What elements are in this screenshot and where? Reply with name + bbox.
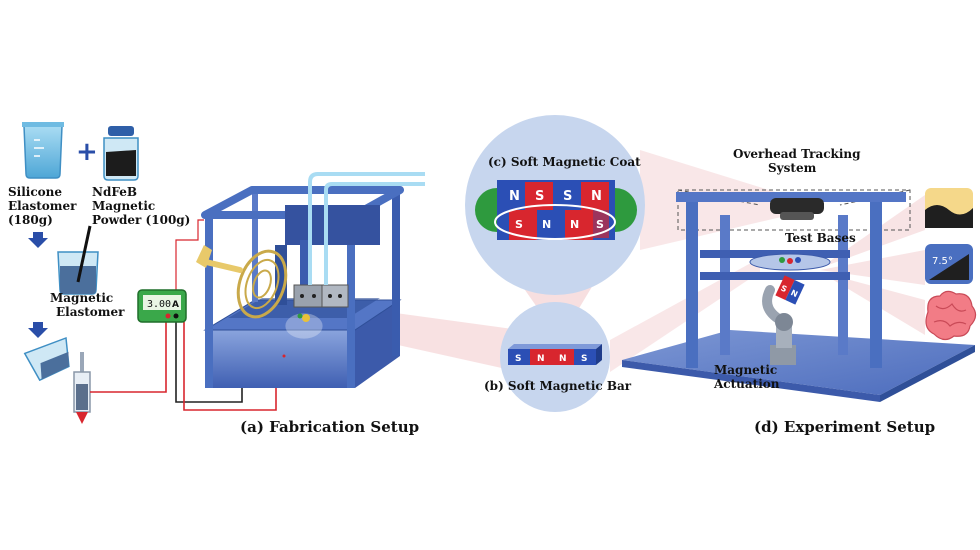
coat-bottom-pole-2: N (542, 218, 551, 231)
bar-bubble: S N N S (b) Soft Magnetic Bar (484, 302, 632, 412)
ammeter-unit: A (172, 300, 179, 310)
experiment-section: S N Overhead Tracking System Test Bases … (622, 147, 977, 436)
plus-symbol: + (76, 137, 98, 167)
test-bases-label: Test Bases (785, 231, 856, 245)
bar-caption: (b) Soft Magnetic Bar (484, 379, 632, 393)
mixing-beaker-icon (57, 225, 99, 295)
arrow-down-icon (28, 232, 48, 248)
experiment-caption: (d) Experiment Setup (754, 418, 935, 436)
syringe-icon (73, 352, 91, 424)
magnetic-elastomer-label: Magnetic Elastomer (50, 291, 125, 319)
coat-top-pole-3: S (563, 189, 572, 204)
fabrication-section: + Silicone Elastomer (180g) NdFeB Magnet… (8, 122, 425, 436)
silicone-label: Silicone Elastomer (180g) (8, 185, 81, 227)
coat-top-pole-1: N (509, 189, 520, 204)
ammeter-reading: 3.00 (147, 299, 171, 310)
fabrication-caption: (a) Fabrication Setup (240, 418, 419, 436)
coat-caption: (c) Soft Magnetic Coat (488, 155, 641, 169)
bar-pole-4: S (581, 354, 587, 364)
wave-base-thumbnail (925, 188, 973, 228)
experiment-platform (622, 330, 975, 395)
brain-base-thumbnail (925, 290, 977, 341)
robot-arm: S N (762, 275, 805, 365)
bar-pole-1: S (515, 354, 521, 364)
coat-bottom-pole-4: S (596, 218, 604, 231)
camera-icon (770, 198, 824, 220)
slope-base-thumbnail: 7.5° (925, 244, 973, 284)
coat-top-pole-2: S (535, 189, 544, 204)
pouring-beaker-icon (23, 336, 70, 382)
coat-bottom-pole-1: S (515, 218, 523, 231)
silicone-beaker-icon (22, 122, 64, 179)
coat-inner-bar (494, 204, 616, 240)
nozzle-highlight (285, 313, 323, 339)
coil-icon (196, 245, 288, 319)
coat-top-pole-4: N (591, 189, 602, 204)
ammeter: 3.00 A (137, 289, 187, 323)
printer-frame (196, 172, 425, 388)
arrow-down-icon-2 (28, 322, 48, 338)
bar-pole-2: N (537, 354, 545, 364)
tracking-label: Overhead Tracking System (733, 147, 865, 175)
actuation-label: Magnetic Actuation (713, 363, 781, 391)
bar-pole-3: N (559, 354, 567, 364)
coat-bubble: (c) Soft Magnetic Coat N S S N S N N S (465, 115, 645, 295)
powder-jar-icon (103, 126, 139, 181)
ndfeb-label: NdFeB Magnetic Powder (100g) (92, 185, 190, 227)
tracking-volume (677, 189, 911, 231)
cube-letter-n: N (789, 288, 799, 299)
coat-bottom-pole-3: N (570, 218, 579, 231)
cube-letter-s: S (779, 283, 788, 294)
slope-angle-label: 7.5° (932, 256, 953, 267)
